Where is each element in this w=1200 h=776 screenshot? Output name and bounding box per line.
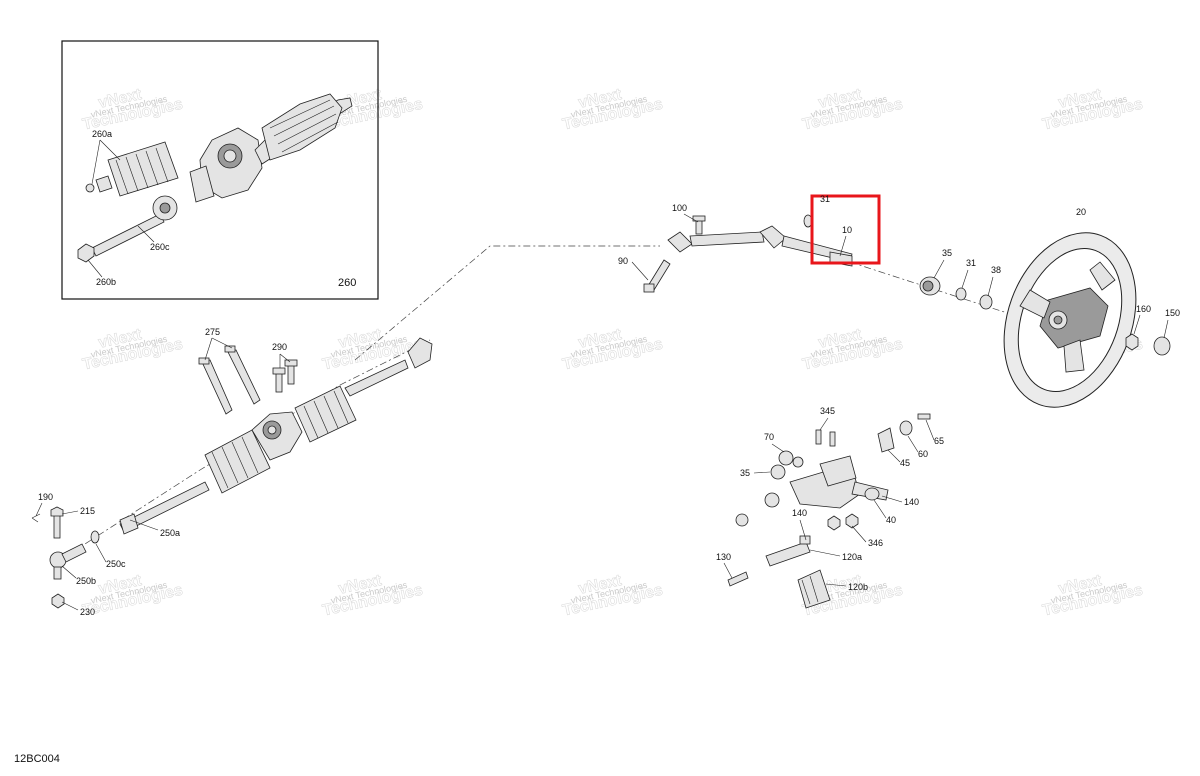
callout-140b: 140: [792, 508, 807, 518]
callout-140a: 140: [904, 497, 919, 507]
callout-20: 20: [1076, 207, 1086, 217]
bolt-65[interactable]: [917, 413, 931, 420]
steering-wheel-20[interactable]: [981, 214, 1159, 426]
watermark: vNext Technologies vNext Technologies: [321, 326, 425, 374]
callout-90: 90: [618, 256, 628, 266]
steering-shaft-assembly[interactable]: [667, 214, 853, 267]
watermark: vNext Technologies vNext Technologies: [81, 326, 185, 374]
callout-60: 60: [918, 449, 928, 459]
callout-215: 215: [80, 506, 95, 516]
watermark: vNext Technologies vNext Technologies: [801, 86, 905, 134]
watermark: vNext Technologies vNext Technologies: [81, 86, 185, 134]
diagram-code: 12BC004: [14, 753, 60, 765]
bolt-290[interactable]: [272, 359, 298, 393]
callout-190: 190: [38, 492, 53, 502]
nut-346[interactable]: [827, 513, 859, 531]
highlight-box: [810, 194, 881, 265]
callout-160: 160: [1136, 304, 1151, 314]
bolt-100[interactable]: [692, 215, 706, 235]
cotter-pin-190[interactable]: [31, 513, 41, 523]
nut-230[interactable]: [51, 593, 65, 609]
assembly-centerlines: [59, 245, 1036, 561]
nut-160[interactable]: [1125, 333, 1139, 351]
watermark: vNext Technologies vNext Technologies: [561, 572, 665, 620]
bushing-35[interactable]: [919, 276, 941, 296]
bushing-35b[interactable]: [735, 464, 786, 527]
cap-150[interactable]: [1153, 336, 1171, 356]
callout-35b: 35: [740, 468, 750, 478]
callout-38: 38: [991, 265, 1001, 275]
callout-230: 230: [80, 607, 95, 617]
callout-260b: 260b: [96, 277, 116, 287]
bolt-130[interactable]: [727, 571, 749, 587]
callout-31: 31: [966, 258, 976, 268]
washer-250c[interactable]: [90, 530, 100, 544]
watermark: vNext Technologies vNext Technologies: [1041, 86, 1145, 134]
callout-250a: 250a: [160, 528, 180, 538]
callout-31-top: 31: [820, 194, 830, 204]
steering-rack-assembly[interactable]: [119, 337, 433, 535]
callout-45: 45: [900, 458, 910, 468]
bolt-90[interactable]: [643, 259, 671, 293]
bolt-275[interactable]: [198, 345, 261, 415]
callout-260c: 260c: [150, 242, 170, 252]
callout-290: 290: [272, 342, 287, 352]
bushing-70[interactable]: [778, 450, 804, 468]
bushing-60[interactable]: [899, 420, 913, 436]
callout-260a: 260a: [92, 129, 112, 139]
callout-250c: 250c: [106, 559, 126, 569]
callout-120b: 120b: [848, 582, 868, 592]
callout-70: 70: [764, 432, 774, 442]
callout-120a: 120a: [842, 552, 862, 562]
tie-rod-end-250b[interactable]: [49, 543, 87, 580]
callout-275: 275: [205, 327, 220, 337]
watermark: vNext Technologies vNext Technologies: [801, 326, 905, 374]
inset-frame: [61, 40, 379, 300]
ring-31[interactable]: [955, 287, 967, 301]
callout-35a: 35: [942, 248, 952, 258]
watermark: vNext Technologies vNext Technologies: [561, 326, 665, 374]
callout-10: 10: [842, 225, 852, 235]
callout-346: 346: [868, 538, 883, 548]
callout-100: 100: [672, 203, 687, 213]
inset-rack-housing[interactable]: [189, 93, 353, 203]
actuator-120a[interactable]: [765, 535, 811, 567]
callout-150: 150: [1165, 308, 1180, 318]
callout-130: 130: [716, 552, 731, 562]
callout-65: 65: [934, 436, 944, 446]
callout-40: 40: [886, 515, 896, 525]
washer-38[interactable]: [979, 294, 993, 310]
inset-detail-260: 260a 260c 260b 260: [61, 40, 379, 300]
boot-120b[interactable]: [797, 569, 831, 609]
callout-345: 345: [820, 406, 835, 416]
watermark: vNext Technologies vNext Technologies: [561, 86, 665, 134]
inset-bellows-260a[interactable]: [85, 141, 179, 197]
inset-tie-rod-260c[interactable]: [77, 195, 178, 263]
tube-40[interactable]: [864, 487, 880, 501]
bolt-215[interactable]: [50, 506, 64, 539]
watermark: vNext Technologies vNext Technologies: [1041, 572, 1145, 620]
watermark: vNext Technologies vNext Technologies: [321, 572, 425, 620]
inset-label: 260: [338, 277, 356, 289]
callout-250b: 250b: [76, 576, 96, 586]
pivot-45[interactable]: [877, 427, 895, 453]
bolt-345[interactable]: [815, 429, 836, 447]
